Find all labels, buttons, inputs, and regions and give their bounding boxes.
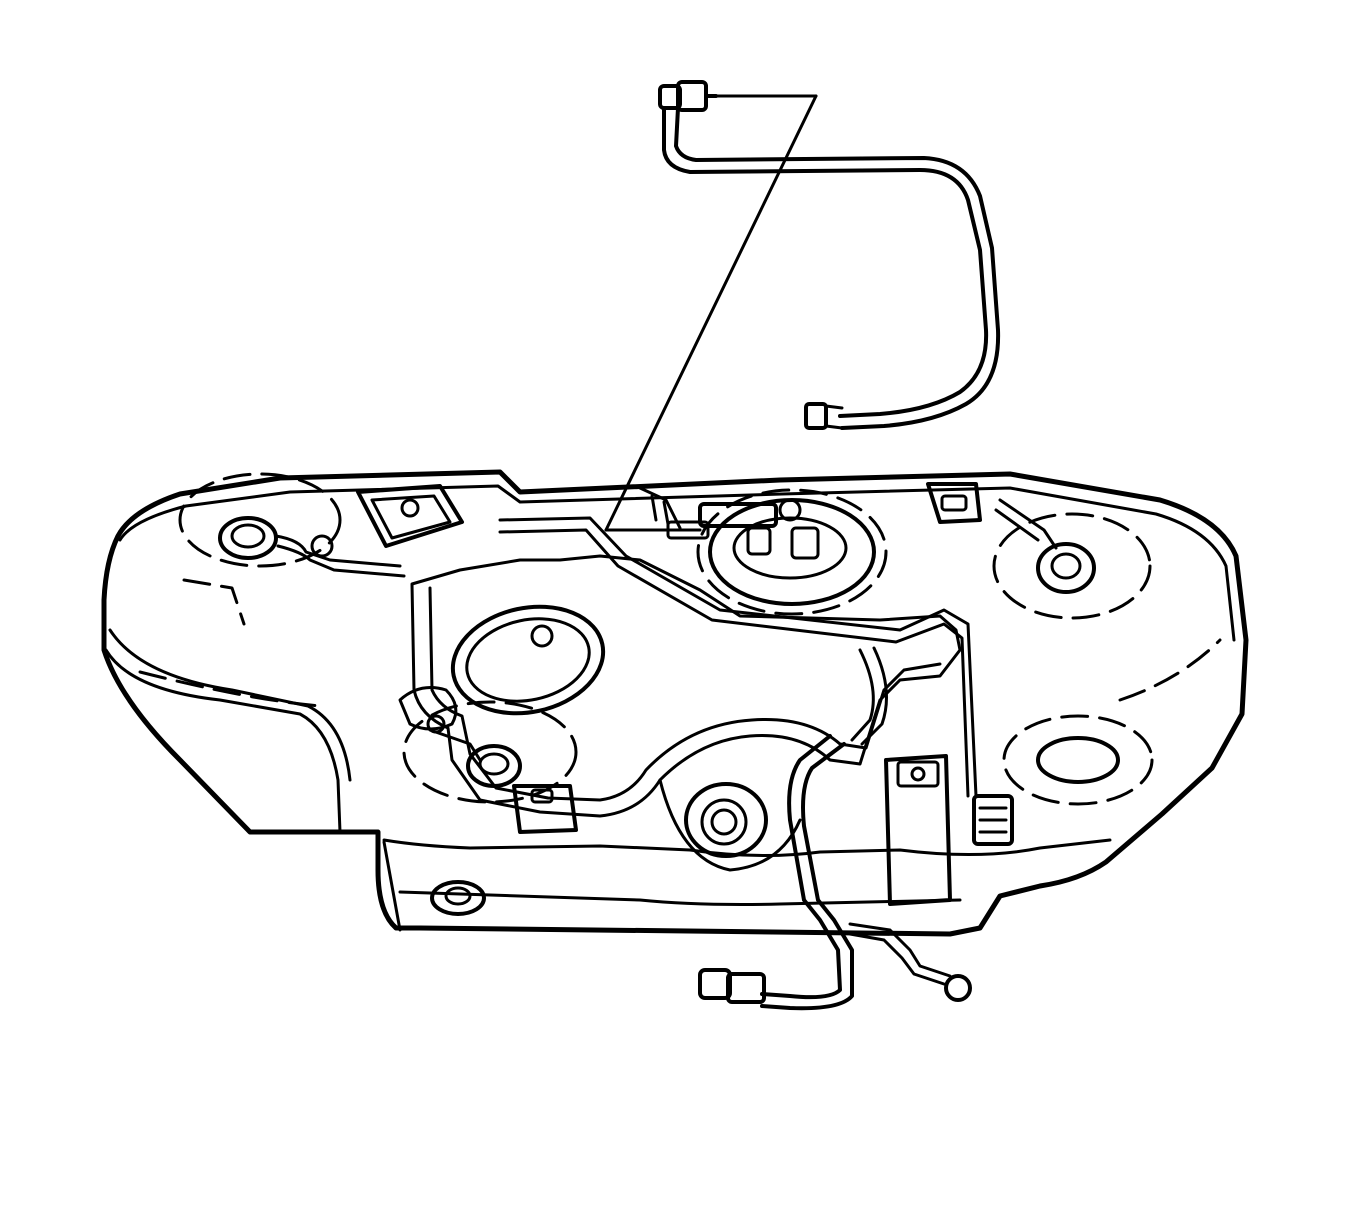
evap-vapor-pipe — [604, 80, 1001, 532]
wiring-harness — [698, 734, 972, 1011]
fuel-feed-pipe — [498, 516, 978, 798]
mounting-pad-left — [356, 484, 464, 548]
tank-saddle-channel — [410, 554, 962, 818]
fuel-pump-module — [638, 486, 888, 616]
wiring-connector — [972, 794, 1014, 846]
tank-front-boss — [382, 840, 486, 932]
tank-oval-sump — [450, 604, 606, 716]
tank-dome-left — [178, 472, 406, 578]
tank-dome-right — [992, 498, 1152, 620]
harness-ground-terminal — [944, 974, 972, 1002]
pipe-connector-front — [698, 968, 732, 1000]
pipe-connector-upper-collar — [676, 80, 708, 112]
tank-outer-outline — [101, 469, 1249, 937]
fuel-tank — [101, 469, 1249, 937]
mounting-bracket — [512, 482, 982, 906]
tank-dome-center-left — [398, 686, 578, 804]
tank-center-boss — [658, 778, 802, 872]
pipe-connector-lower — [804, 402, 828, 430]
tank-dome-lower-right — [1002, 714, 1154, 806]
